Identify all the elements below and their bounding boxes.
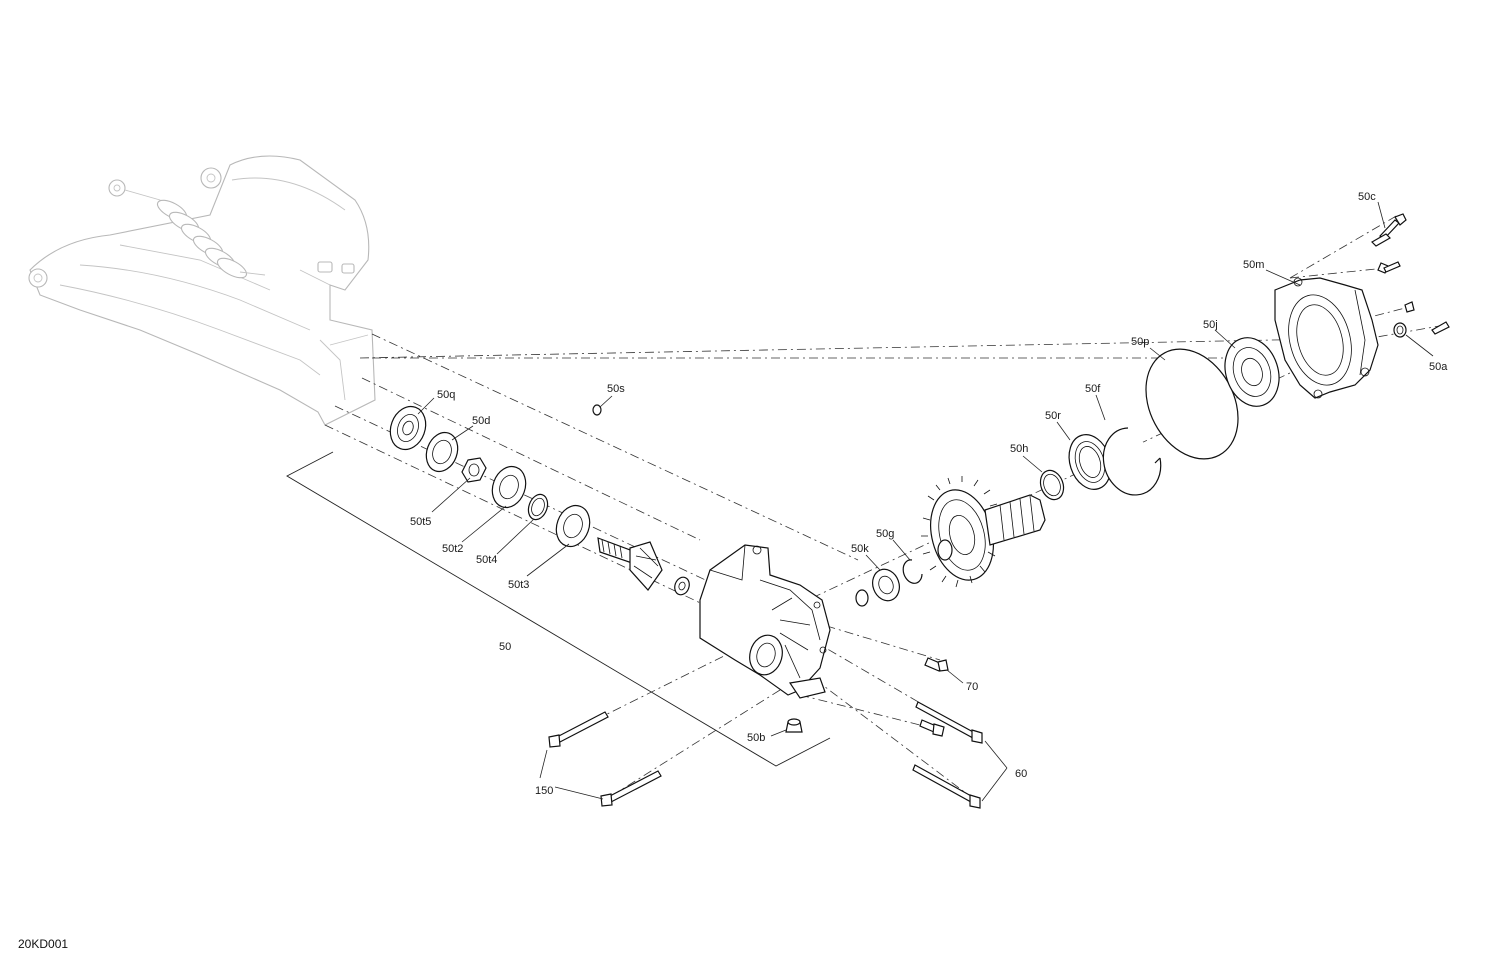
label-60: 60 (1015, 768, 1027, 780)
leader-lines (417, 201, 1434, 802)
part-50k-bearing (855, 568, 900, 607)
diagram-code: 20KD001 (18, 937, 69, 951)
part-50a-plug (1393, 322, 1407, 338)
label-50c: 50c (1358, 191, 1376, 203)
label-50k: 50k (851, 543, 869, 555)
part-small-bushing (674, 576, 690, 596)
label-50b: 50b (747, 732, 765, 744)
part-50t3-bearing (555, 504, 591, 548)
label-50t2: 50t2 (442, 543, 463, 555)
part-50s-clip (592, 404, 602, 416)
label-50t3: 50t3 (508, 579, 529, 591)
label-50j: 50j (1203, 319, 1218, 331)
part-50t4-ring (527, 493, 549, 521)
part-pinion-gear (597, 537, 663, 591)
part-50g-snap-ring (902, 559, 923, 584)
bolts-150 (548, 711, 662, 807)
bolt-70 (924, 657, 949, 672)
label-50g: 50g (876, 528, 894, 540)
label-50d: 50d (472, 415, 490, 427)
shock-spring-ghost (124, 189, 266, 279)
label-50q: 50q (437, 389, 455, 401)
part-50b-plug (785, 718, 803, 733)
label-50h: 50h (1010, 443, 1028, 455)
part-50f-circlip (1102, 427, 1162, 496)
label-50p: 50p (1131, 336, 1149, 348)
part-50m-cover (1274, 277, 1379, 399)
label-50t4: 50t4 (476, 554, 497, 566)
gear-housing (699, 544, 831, 699)
label-50m: 50m (1243, 259, 1264, 271)
bolts-60 (912, 701, 983, 809)
label-50t5: 50t5 (410, 516, 431, 528)
swing-arm-ghost (28, 155, 376, 426)
part-50t2-bearing (491, 465, 527, 509)
part-50h-ring (1039, 469, 1065, 501)
callout-labels: 50c 50m 50j 50a 50p 50f 50r 50h 50g 50k … (410, 191, 1448, 797)
part-50d-bearing (425, 431, 459, 473)
label-150: 150 (535, 785, 553, 797)
label-50f: 50f (1085, 383, 1101, 395)
label-50: 50 (499, 641, 511, 653)
label-50a: 50a (1429, 361, 1448, 373)
label-50s: 50s (607, 383, 625, 395)
part-50q-seal (389, 405, 427, 451)
label-70: 70 (966, 681, 978, 693)
assembly-50-bracket (286, 451, 831, 767)
part-ring-gear (921, 476, 1046, 588)
bolts-50c (1371, 213, 1450, 335)
part-50j-bearing (1224, 337, 1280, 407)
label-50r: 50r (1045, 410, 1061, 422)
part-50t5-nut (461, 457, 487, 483)
